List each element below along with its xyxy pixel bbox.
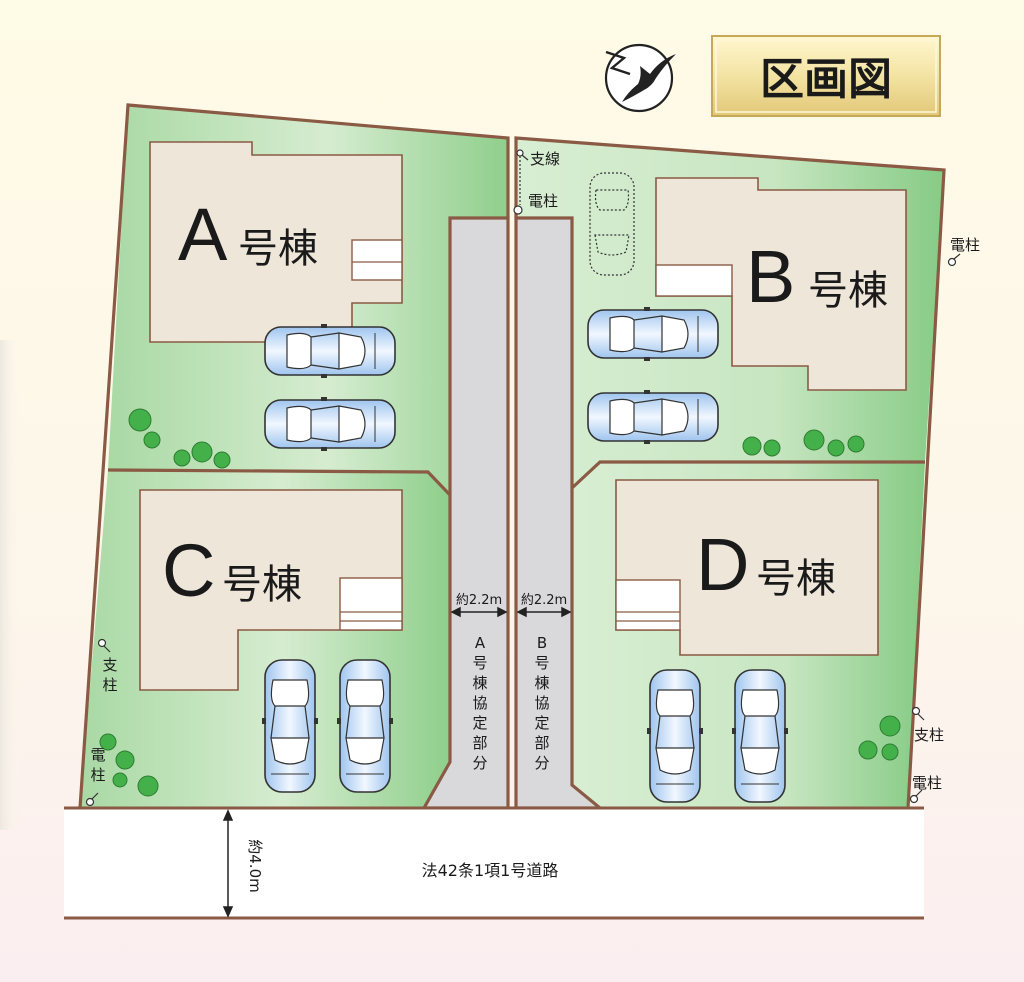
driveway-a-width: 約2.2m xyxy=(456,593,502,608)
driveway-a-char: 部 xyxy=(472,734,487,752)
car-d-1 xyxy=(646,669,704,803)
lot-b-number: B xyxy=(746,235,795,318)
driveway-b-char: 棟 xyxy=(534,674,549,692)
pole-char-1: 電 xyxy=(90,746,105,764)
lot-c-suffix: 号棟 xyxy=(222,562,302,608)
driveway-b-label: B 号 棟 協 定 部 分 xyxy=(534,634,549,772)
car-d-2 xyxy=(731,669,789,803)
lot-a-suffix: 号棟 xyxy=(238,226,318,272)
car-dotted xyxy=(589,172,635,276)
driveway-b-char: B xyxy=(537,634,547,652)
pole-label-right: 電柱 xyxy=(950,236,980,254)
road-width: 約4.0m xyxy=(246,839,264,892)
background-strip xyxy=(0,340,20,830)
lot-b-suffix: 号棟 xyxy=(808,268,888,314)
driveway-a-char: 分 xyxy=(472,754,487,772)
pole-char-2: 柱 xyxy=(90,766,105,784)
car-b-1 xyxy=(587,306,719,362)
stay-post-label-right: 支柱 xyxy=(914,726,944,744)
car-a-2 xyxy=(264,396,396,452)
car-a-1 xyxy=(264,323,396,379)
porch-d xyxy=(615,579,681,631)
driveway-b-char: 定 xyxy=(534,714,549,732)
driveway-b-width: 約2.2m xyxy=(521,593,567,608)
driveway-b-char: 部 xyxy=(534,734,549,752)
stay-wire-label: 支線 xyxy=(530,150,560,168)
porch-b xyxy=(655,264,733,297)
house-c xyxy=(139,489,403,691)
road xyxy=(64,808,924,918)
stay-post-char-2: 柱 xyxy=(102,676,117,694)
lot-d-number: D xyxy=(696,523,749,606)
car-c-1 xyxy=(261,659,319,793)
stay-post-label-left: 支 xyxy=(102,656,117,674)
driveway-a-char: 棟 xyxy=(472,674,487,692)
driveway-b-char: 協 xyxy=(534,694,549,712)
driveway-a xyxy=(424,218,508,808)
car-c-2 xyxy=(336,659,394,793)
pole-label-bottom-right: 電柱 xyxy=(912,774,942,792)
lot-d-suffix: 号棟 xyxy=(756,556,836,602)
driveway-a-char: 号 xyxy=(472,654,487,672)
driveway-a-char: 協 xyxy=(472,694,487,712)
driveway-width-dimensions xyxy=(450,606,572,618)
pole-label-top: 電柱 xyxy=(528,192,558,210)
porch-a xyxy=(351,239,403,281)
page-title: 区画図 xyxy=(760,54,892,105)
driveway-b-char: 号 xyxy=(534,654,549,672)
lot-a-number: A xyxy=(178,193,228,276)
stay-post-char: 支 xyxy=(102,656,117,674)
driveway-a-label: A 号 棟 協 定 部 分 xyxy=(472,634,487,772)
porch-c xyxy=(339,577,403,631)
driveway-a-char: A xyxy=(475,634,486,652)
road-name: 法42条1項1号道路 xyxy=(422,861,559,880)
utility-markers xyxy=(85,149,961,807)
house-a xyxy=(149,141,403,343)
shrubs xyxy=(99,408,901,797)
road-width-dimension xyxy=(222,809,234,918)
driveway-b xyxy=(516,218,600,808)
title-box xyxy=(711,35,941,117)
driveway-b-char: 分 xyxy=(534,754,549,772)
car-b-2 xyxy=(587,389,719,445)
driveway-a-char: 定 xyxy=(472,714,487,732)
north-arrow-icon xyxy=(604,43,676,113)
lot-c-number: C xyxy=(162,529,215,612)
